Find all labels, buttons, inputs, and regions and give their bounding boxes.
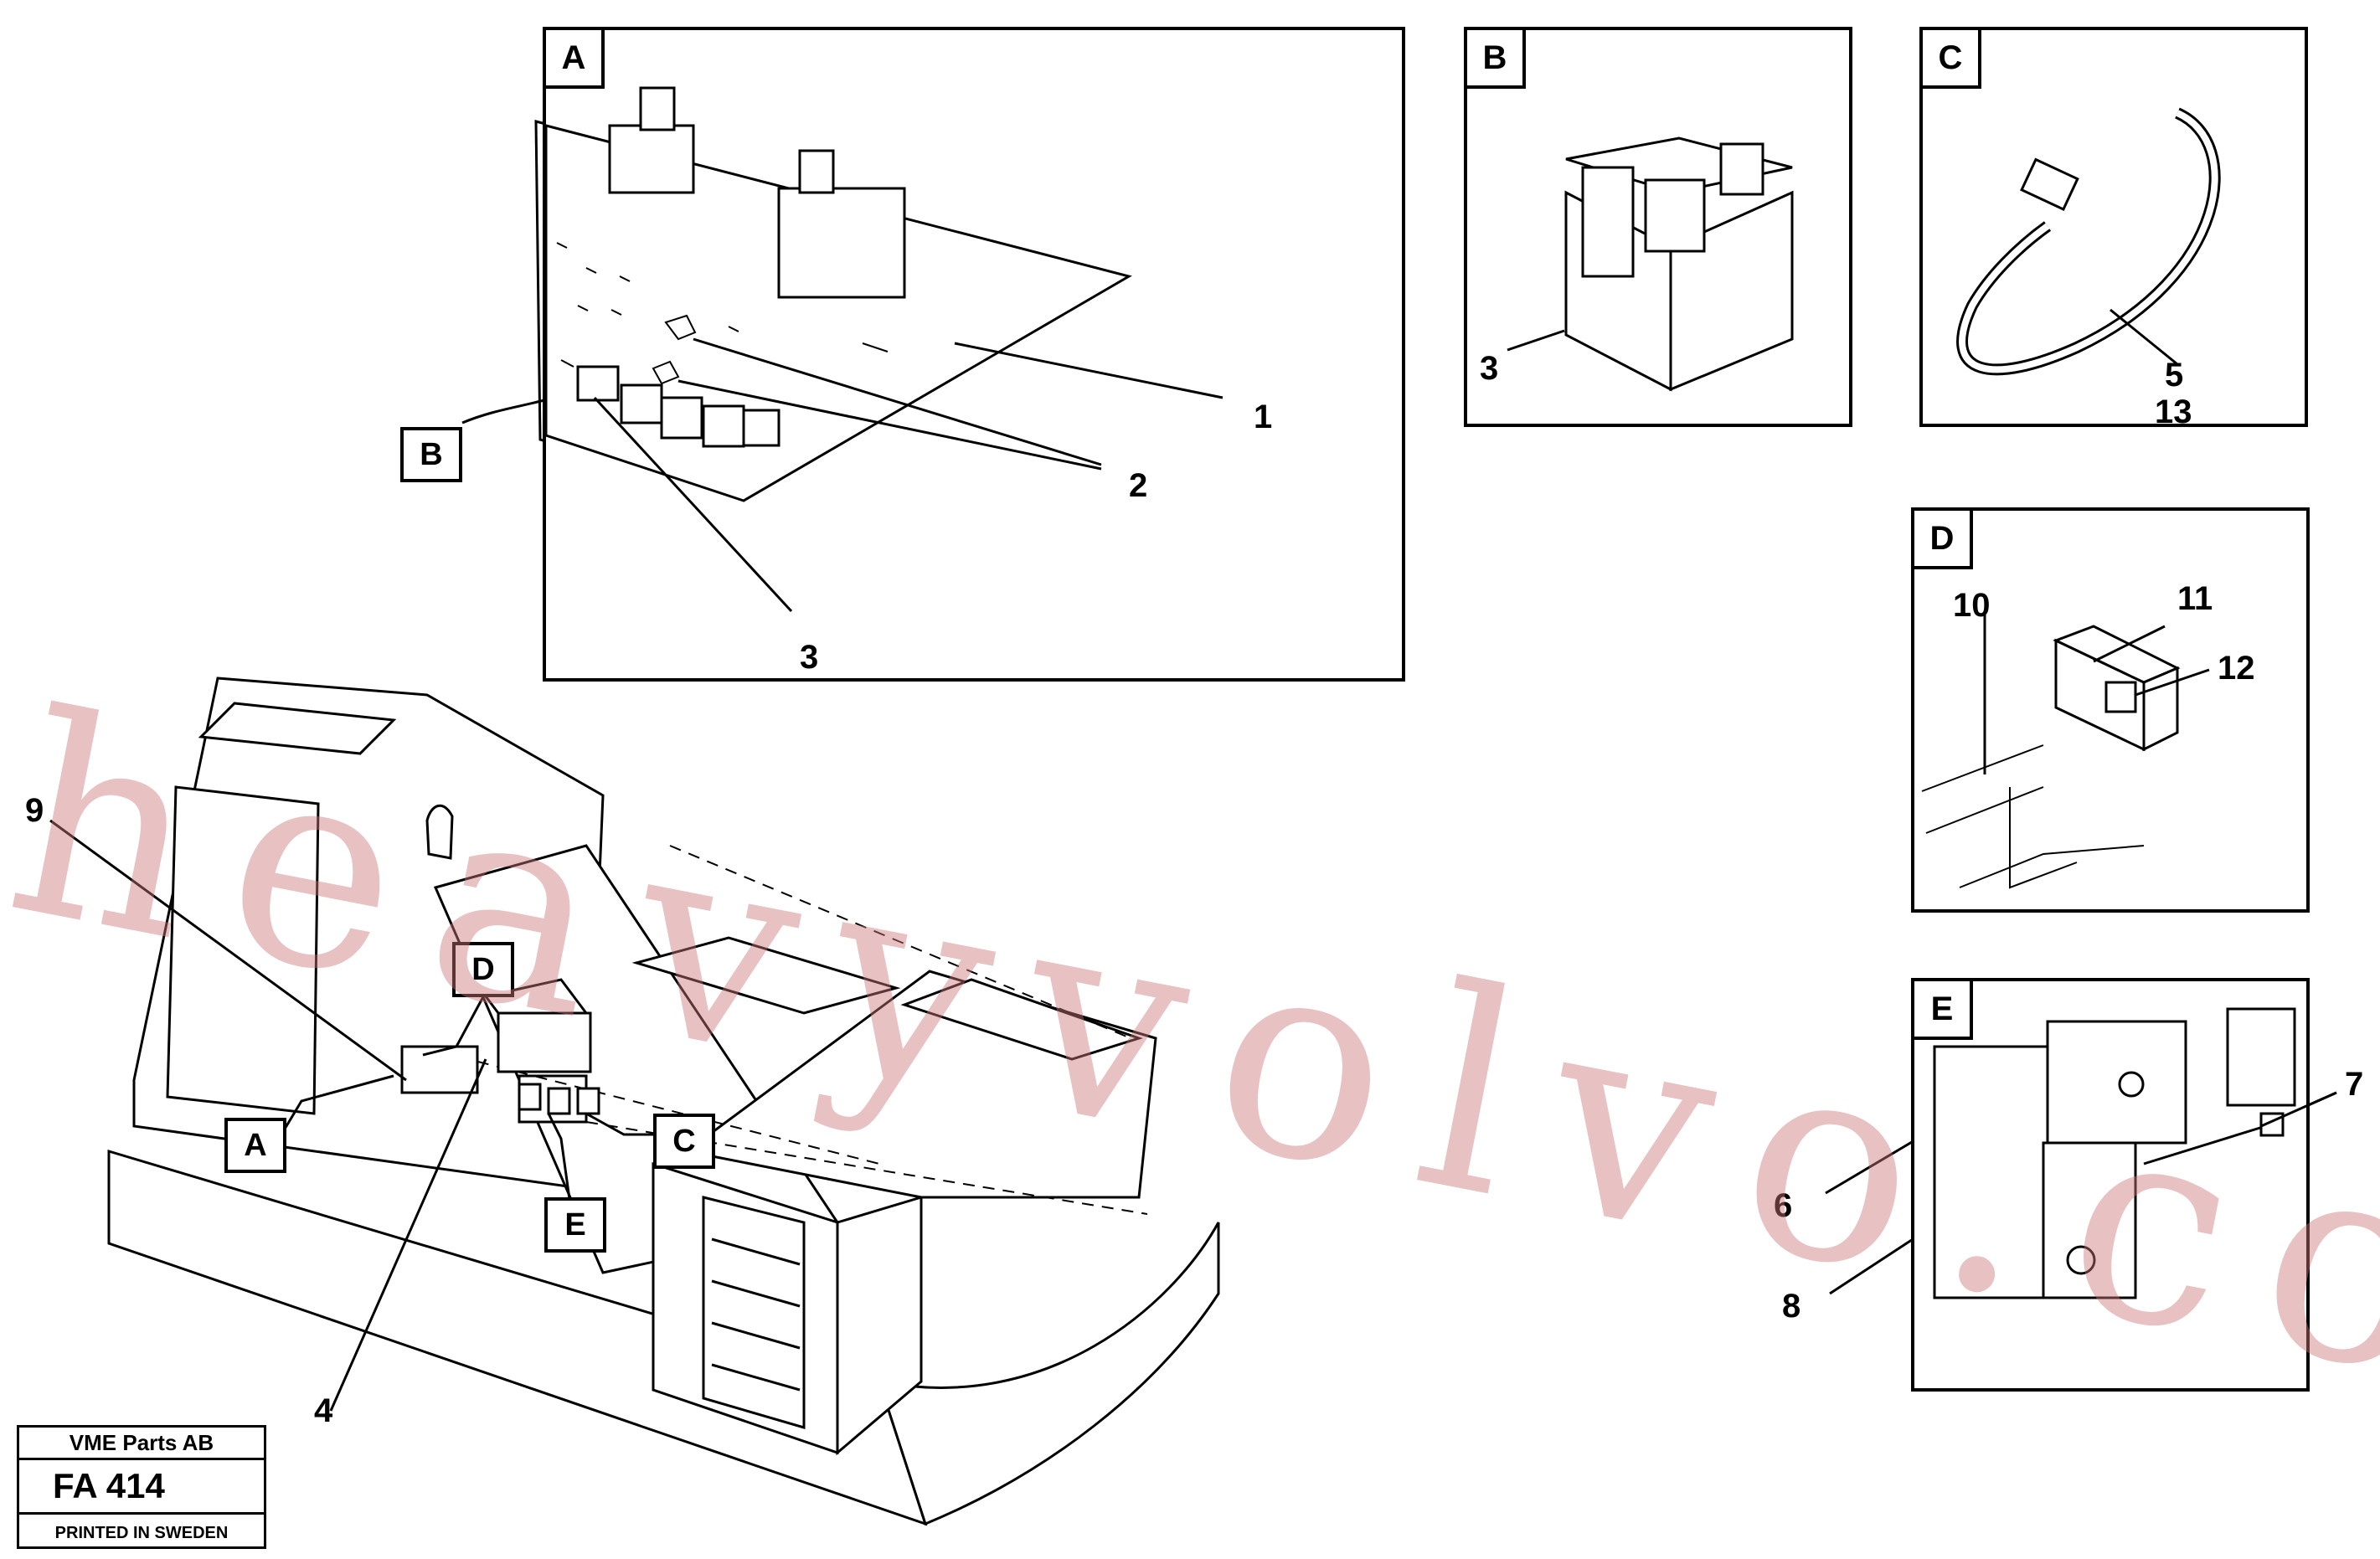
detail-d-tag: D [1911, 507, 1973, 569]
detail-ref-d[interactable]: D [452, 942, 514, 997]
detail-b-frame: B [1464, 27, 1852, 427]
callout-3-b: 3 [1480, 350, 1499, 387]
detail-ref-e[interactable]: E [544, 1197, 606, 1253]
detail-c-frame: C [1919, 27, 2308, 427]
callout-6: 6 [1774, 1187, 1793, 1224]
callout-4: 4 [314, 1392, 333, 1429]
detail-ref-c[interactable]: C [653, 1114, 715, 1169]
callout-1: 1 [1254, 399, 1273, 435]
callout-13: 13 [2155, 394, 2192, 430]
leader-9 [49, 819, 407, 1082]
callout-9: 9 [25, 792, 44, 829]
leader-c [585, 1112, 666, 1136]
detail-d-frame: D [1911, 507, 2310, 913]
detail-b-tag: B [1464, 27, 1526, 89]
leader-4 [329, 1058, 487, 1412]
callout-2: 2 [1129, 467, 1148, 504]
detail-a-frame: A [543, 27, 1405, 682]
callout-3-a: 3 [800, 639, 819, 676]
printed-note: PRINTED IN SWEDEN [54, 1523, 229, 1542]
callout-10: 10 [1953, 587, 1991, 624]
detail-c-tag: C [1919, 27, 1981, 89]
title-block: VME Parts AB FA 414 PRINTED IN SWEDEN [17, 1425, 266, 1549]
callout-11: 11 [2177, 580, 2213, 617]
callout-12: 12 [2218, 650, 2255, 687]
leader-d [422, 979, 494, 1057]
leader-e [547, 1113, 571, 1200]
callout-8: 8 [1782, 1288, 1801, 1325]
detail-e-tag: E [1911, 978, 1973, 1040]
detail-ref-b[interactable]: B [400, 427, 462, 482]
callout-5: 5 [2165, 357, 2184, 394]
drawing-code: FA 414 [19, 1460, 264, 1515]
detail-e-frame: E [1911, 978, 2310, 1392]
callout-7: 7 [2345, 1066, 2364, 1103]
machine-drawing [107, 677, 1220, 1526]
detail-ref-a[interactable]: A [224, 1118, 286, 1173]
company-name: VME Parts AB [19, 1428, 264, 1460]
detail-a-tag: A [543, 27, 605, 89]
